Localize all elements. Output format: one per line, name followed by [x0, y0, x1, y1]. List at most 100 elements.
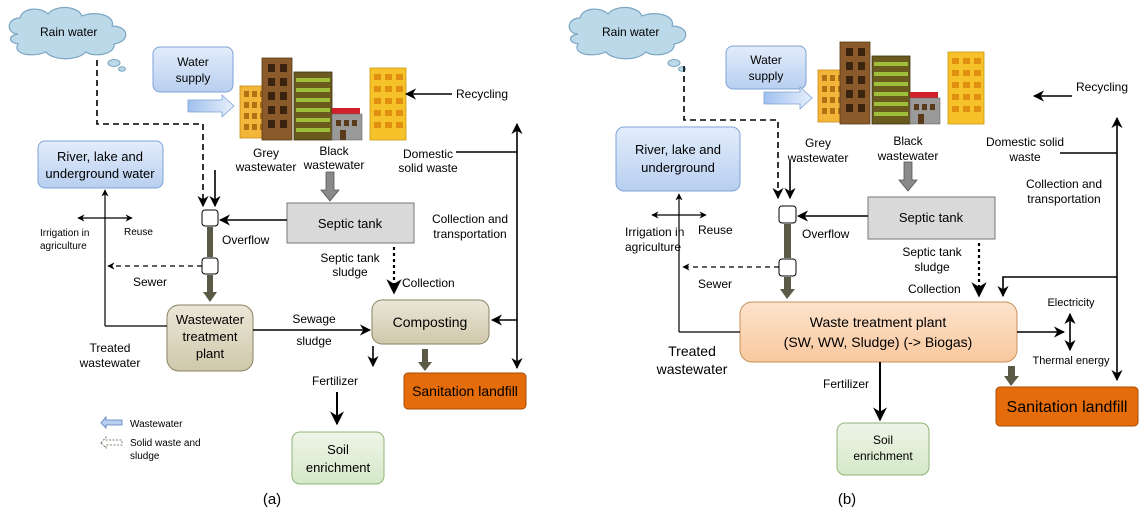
fertilizer-label-b: Fertilizer: [823, 377, 869, 391]
overflow-label-b: Overflow: [802, 227, 850, 241]
thermal-label-b: Thermal energy: [1032, 355, 1110, 367]
to-treatment-arrow-b: [997, 276, 1117, 298]
wtp-label-b-2: (SW, WW, Sludge) (-> Biogas): [784, 334, 973, 350]
sewer-label-b: Sewer: [698, 277, 732, 291]
collection-transport-a-2: transportation: [433, 227, 506, 241]
pipe-arrow-a: [203, 275, 217, 302]
buildings-b: [817, 41, 985, 125]
black-label-b-1: Black: [893, 134, 923, 148]
wtp-label-b-1: Waste treatment plant: [810, 314, 947, 330]
black-label-a-1: Black: [319, 144, 349, 158]
water-supply-pipe-a: [187, 94, 235, 118]
rain-cloud-a: [8, 6, 127, 72]
collection-label-b: Collection: [908, 282, 961, 296]
domestic-label-a-1: Domestic: [403, 147, 453, 161]
rain-flow-arrow-a: [96, 60, 209, 208]
soil-box-b: [836, 422, 930, 476]
irrigation-label-b-1: Irrigation in: [625, 225, 684, 239]
grey-label-a-1: Grey: [253, 146, 279, 160]
soil-label-b-2: enrichment: [853, 449, 913, 463]
septic-box-a: [286, 202, 415, 244]
water-supply-box-a: [152, 46, 234, 93]
electricity-label-b: Electricity: [1047, 297, 1095, 309]
treated-label-b-1: Treated: [668, 343, 716, 359]
wwtp-label-a-2: treatment: [183, 329, 238, 344]
septic-label-a: Septic tank: [318, 216, 383, 231]
black-label-b-2: wastewater: [877, 149, 939, 163]
collection-transport-b-1: Collection and: [1026, 177, 1102, 191]
sewage-sludge-a-2: sludge: [296, 334, 332, 348]
grey-label-a-2: wastewater: [235, 160, 297, 174]
junction-top-a: [201, 209, 219, 227]
buildings-a: [239, 57, 407, 141]
septic-sludge-b-2: sludge: [914, 260, 950, 274]
composting-box-a: [371, 299, 490, 345]
collection-label-a: Collection: [402, 276, 455, 290]
recycling-label-b: Recycling: [1076, 80, 1128, 94]
grey-label-b-2: wastewater: [787, 151, 849, 165]
rain-cloud-b: [568, 6, 687, 72]
septic-sludge-b-1: Septic tank: [902, 245, 962, 259]
blackwater-arrow-a: [320, 171, 340, 202]
septic-sludge-a-1: Septic tank: [320, 251, 380, 265]
irrigation-label-a-2: agriculture: [40, 241, 87, 252]
septic-label-b: Septic tank: [899, 210, 964, 225]
pipe-arrow-b: [780, 277, 795, 299]
pipe-segment-a-1: [207, 227, 213, 257]
water-supply-label-b-1: Water: [750, 53, 782, 67]
water-supply-box-b: [725, 45, 807, 90]
rain-water-label-b: Rain water: [602, 25, 659, 39]
septic-sludge-a-2: sludge: [332, 265, 368, 279]
legend-solid-label-2: sludge: [130, 451, 160, 462]
domestic-label-a-2: solid waste: [398, 161, 458, 175]
waste-treatment-box-b: [739, 301, 1018, 363]
blackwater-arrow-b: [898, 161, 918, 192]
landfill-label-b: Sanitation landfill: [1007, 399, 1128, 416]
wwtp-label-a-1: Wastewater: [176, 312, 245, 327]
landfill-box-b: [995, 386, 1139, 427]
junction-bottom-b: [778, 258, 797, 277]
irrigation-label-a-1: Irrigation in: [40, 228, 89, 239]
collection-transport-a-1: Collection and: [432, 212, 508, 226]
reuse-label-a: Reuse: [124, 227, 153, 238]
septic-box-b: [867, 196, 996, 240]
legend-solid-waste-icon: [100, 435, 123, 449]
sewage-sludge-a-1: Sewage: [292, 312, 336, 326]
rain-flow-arrow-b: [683, 66, 784, 200]
river-label-b-2: underground: [641, 160, 715, 175]
black-label-a-2: wastewater: [303, 158, 365, 172]
fertilizer-label-a: Fertilizer: [312, 374, 358, 388]
landfill-in-arrow-b: [1004, 366, 1019, 386]
soil-label-b-1: Soil: [873, 433, 893, 447]
caption-b: (b): [838, 491, 856, 508]
landfill-label-a: Sanitation landfill: [412, 383, 518, 399]
water-supply-label-b-2: supply: [749, 69, 784, 83]
landfill-in-arrow-a: [418, 349, 432, 371]
caption-a: (a): [263, 491, 281, 508]
legend-wastewater-label: Wastewater: [130, 419, 183, 430]
wwtp-label-a-3: plant: [196, 346, 225, 361]
soil-box-a: [291, 431, 385, 485]
river-label-a-1: River, lake and: [57, 149, 143, 164]
recycling-label-a: Recycling: [456, 87, 508, 101]
soil-label-a-1: Soil: [327, 442, 349, 457]
treated-label-a-1: Treated: [90, 341, 131, 355]
sewer-label-a: Sewer: [133, 275, 167, 289]
legend-solid-label-1: Solid waste and: [130, 438, 201, 449]
river-label-a-2: underground water: [45, 166, 155, 181]
panel-a: Rain water Water supply Recycling Grey w…: [8, 6, 527, 508]
panel-b: Rain water Water supply Recycling Grey w…: [568, 6, 1139, 508]
reuse-label-b: Reuse: [698, 223, 733, 237]
composting-label-a: Composting: [393, 314, 468, 330]
wwtp-box-a: [166, 304, 254, 372]
water-supply-label-a-1: Water: [177, 55, 209, 69]
junction-bottom-a: [201, 257, 219, 275]
river-label-b-1: River, lake and: [635, 142, 721, 157]
treated-label-a-2: wastewater: [79, 356, 141, 370]
treated-label-b-2: wastewater: [656, 361, 728, 377]
legend-wastewater-icon: [100, 415, 123, 429]
river-box-b: [615, 126, 741, 192]
landfill-box-a: [403, 372, 527, 410]
water-supply-pipe-b: [763, 86, 813, 110]
river-box-a: [37, 140, 164, 189]
